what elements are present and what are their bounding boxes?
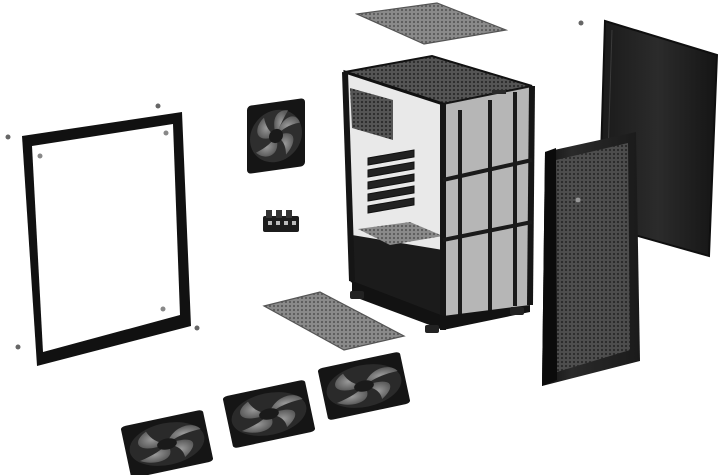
thumbscrew-icon <box>5 134 11 140</box>
thumbscrew-icon <box>578 20 584 26</box>
thumbscrew-icon <box>194 325 200 331</box>
front-mesh-panel <box>542 132 640 386</box>
chassis-frame <box>342 54 535 333</box>
top-dust-filter <box>354 2 509 45</box>
front-intake-fan-2 <box>222 380 316 448</box>
thumbscrew-icon <box>15 344 21 350</box>
tempered-glass-side-panel <box>5 103 200 366</box>
front-intake-fan-3 <box>317 352 411 420</box>
front-intake-fan-1 <box>120 410 214 475</box>
rear-exhaust-fan <box>247 98 305 174</box>
fan-hub-connector <box>263 210 299 232</box>
thumbscrew-icon <box>155 103 161 109</box>
bottom-dust-filter <box>262 291 406 351</box>
